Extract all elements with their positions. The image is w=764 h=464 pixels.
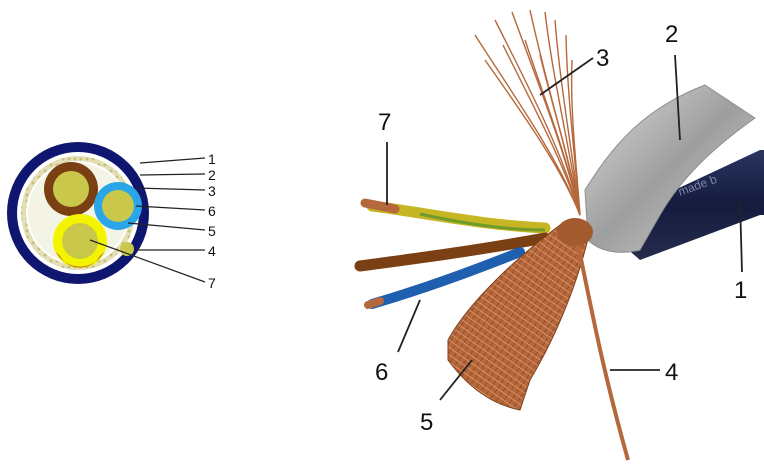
brown-conductor-core (53, 171, 89, 207)
photo-label-1: 1 (734, 277, 747, 304)
cs-label-1: 1 (208, 151, 216, 167)
cs-label-5: 5 (208, 223, 216, 239)
photo-label-5: 5 (420, 409, 433, 436)
photo-label-6: 6 (375, 359, 388, 386)
photo-label-7: 7 (378, 109, 391, 136)
conductor-blue-tip (368, 301, 380, 305)
cs-label-6: 6 (208, 203, 216, 219)
cs-label-7: 7 (208, 275, 216, 291)
blue-conductor-core (102, 190, 134, 222)
cross-section: 1 2 3 6 5 4 7 (7, 142, 216, 291)
photo-label-4: 4 (665, 359, 678, 386)
cs-label-2: 2 (208, 167, 216, 183)
photo-label-3: 3 (596, 45, 609, 72)
cable-photo: made b (360, 10, 764, 460)
drain-wire (578, 245, 628, 460)
cs-label-4: 4 (208, 243, 216, 259)
photo-label-2: 2 (665, 21, 678, 48)
copper-strands (475, 10, 580, 215)
cs-label-3: 3 (208, 183, 216, 199)
twist-knot (557, 218, 593, 246)
conductor-7-copper-tip (365, 203, 395, 209)
